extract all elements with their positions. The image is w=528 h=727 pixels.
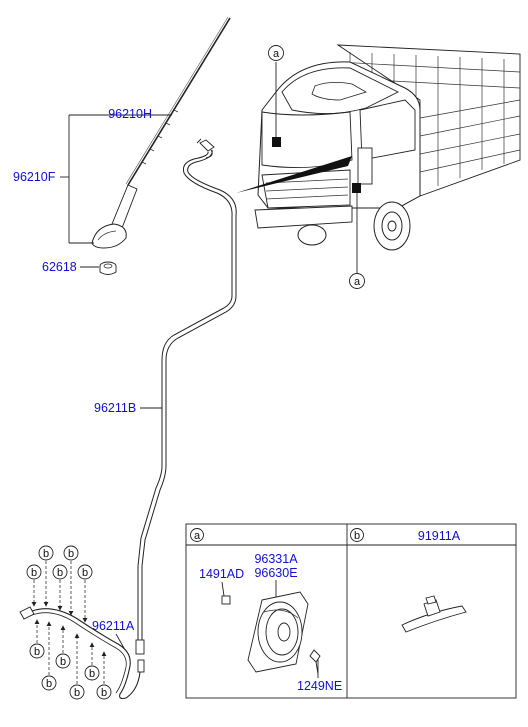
marker-b: b [52,564,68,580]
svg-text:b: b [74,687,80,699]
part-label-96210H: 96210H [108,107,152,121]
marker-a: a [268,45,284,61]
feeder-cable [135,138,237,655]
marker-b: b [63,545,79,561]
svg-text:b: b [31,567,37,579]
marker-b: b [96,684,112,700]
marker-b: b [77,564,93,580]
svg-text:a: a [354,276,361,288]
svg-text:b: b [101,687,107,699]
antenna-rod [111,16,231,229]
extension-cable [19,606,145,700]
svg-text:b: b [34,646,40,658]
table-header-a: a [190,528,204,542]
marker-b: b [38,545,54,561]
marker-b: b [29,643,45,659]
svg-text:b: b [57,567,63,579]
marker-b: b [41,675,57,691]
antenna-base [91,223,127,249]
part-label-1249NE: 1249NE [297,679,342,693]
detail-table: a b 91911A 96331A 96630E 1491AD 1249NE [185,523,517,699]
part-label-96331A: 96331A [254,552,298,566]
marker-b: b [69,684,85,700]
cable-tie-drawing [401,595,467,633]
bracket-96210F [60,114,152,244]
svg-text:b: b [46,678,52,690]
truck-illustration [236,44,521,273]
part-label-96210F: 96210F [13,170,56,184]
table-header-b: b [350,528,364,542]
svg-text:b: b [82,567,88,579]
part-label-1491AD: 1491AD [199,567,244,581]
part-label-96211A: 96211A [92,619,135,633]
speaker-drawing [221,591,321,675]
part-label-96630E: 96630E [254,566,297,580]
clip-markers-b: b b b b b b b [26,545,112,700]
svg-text:b: b [354,530,360,542]
marker-b: b [84,665,100,681]
svg-text:a: a [194,530,201,542]
svg-text:a: a [273,48,280,60]
svg-text:b: b [60,656,66,668]
part-label-91911A: 91911A [418,529,461,543]
marker-b: b [26,564,42,580]
marker-a: a [349,273,365,289]
svg-text:b: b [43,548,49,560]
svg-text:b: b [89,668,95,680]
marker-b: b [55,653,71,669]
part-label-96211B: 96211B [94,401,136,415]
svg-text:b: b [68,548,74,560]
antenna-nut [99,261,117,275]
part-label-62618: 62618 [42,260,77,274]
